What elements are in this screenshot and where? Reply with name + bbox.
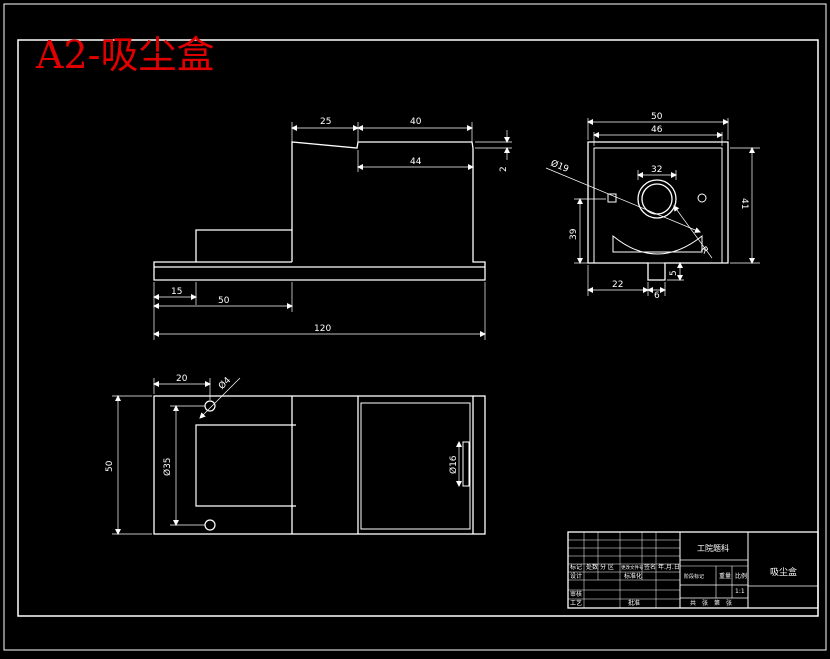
front-view-dimensions [153,122,512,340]
tb-r4-2: 共 [690,599,696,607]
front-view-dim-text: 25 40 44 2 15 50 120 [171,117,509,334]
side-arc-slot [612,234,703,255]
tb-r1-1: 处数 [586,563,598,571]
tb-r3-0: 审核 [570,590,582,598]
dim-41: 41 [739,198,749,209]
tb-r4-5: 张 [726,599,732,607]
dim-44: 44 [410,157,422,167]
title-block [567,531,819,609]
tb-r2-1: 标准化 [624,572,642,580]
side-view-dim-text: 50 46 32 Ø19 39 41 22 6 5 R [549,112,749,301]
dim-22: 22 [612,280,623,290]
dim-5: 5 [669,270,679,276]
dim-32: 32 [651,165,662,175]
tb-r1-0: 标记 [570,563,582,571]
dim-50-top: 50 [105,460,115,472]
front-view [153,141,486,281]
dim-hole-4: Ø4 [216,375,233,392]
dim-40: 40 [410,117,422,127]
dim-2: 2 [499,166,509,172]
top-view-outline [153,395,486,535]
tb-part-name: 吸尘盒 [770,566,797,578]
title-block-text: 工院题科 吸尘盒 标记 处数 分 区 更改文件号 签名 年.月.日 设计 标准化… [570,543,797,607]
side-small-hole [697,193,707,203]
dim-120: 120 [314,324,331,334]
dim-39: 39 [569,228,579,240]
top-view-dimensions [112,377,462,535]
tb-r1-5: 年.月.日 [658,563,680,571]
tb-r2-4: 比例 [735,572,747,580]
dim-radius: R [698,245,710,256]
dim-25: 25 [320,117,331,127]
dim-50-front: 50 [218,296,230,306]
dim-35: Ø35 [162,457,173,476]
side-view-outline [587,141,729,281]
inner-border [17,39,819,617]
top-hole-upper [204,400,216,412]
drawing-title: A2-吸尘盒 [36,33,215,77]
tb-r4-0: 工艺 [570,599,582,607]
top-slot [462,441,470,487]
side-view-dimensions [545,118,760,296]
dim-15: 15 [171,287,182,297]
top-view-inner-window [195,424,296,507]
top-view [153,395,486,535]
tb-r4-3: 张 [702,599,708,607]
dim-50-side: 50 [651,112,663,122]
tb-r1-2: 分 区 [600,563,614,571]
side-view [587,141,729,281]
tb-r4-4: 第 [714,599,720,607]
dim-6: 6 [654,291,660,301]
tb-r2-0: 设计 [570,572,582,580]
tb-company: 工院题科 [697,543,729,553]
dim-16: Ø16 [448,455,459,474]
side-square-hole [607,193,617,203]
dim-20: 20 [176,374,188,384]
side-main-hole-outer [637,179,677,219]
tb-scale: 1:1 [735,588,745,595]
tb-r2-2: 阶段标记 [684,573,704,580]
dim-46: 46 [651,125,663,135]
tb-r1-4: 签名 [644,563,656,571]
tb-r4-1: 批准 [628,599,640,607]
front-view-outline [153,141,486,281]
tb-r2-3: 重量 [719,572,731,580]
top-hole-lower [204,519,216,531]
tb-r1-3: 更改文件号 [621,564,644,571]
dim-hole-19: Ø19 [549,158,571,175]
outer-border [3,3,827,651]
